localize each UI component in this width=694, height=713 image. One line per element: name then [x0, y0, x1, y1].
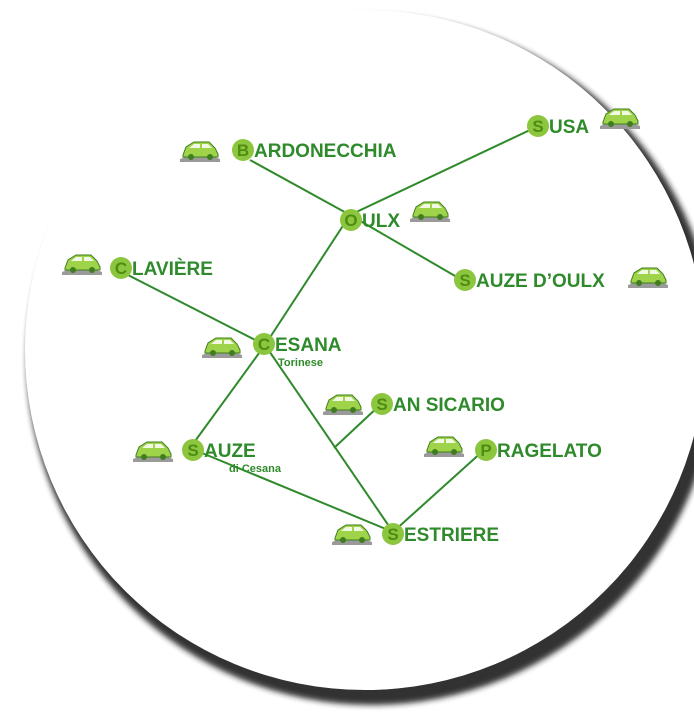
town-initial: C	[258, 335, 270, 354]
town-label: ESANA	[275, 335, 342, 356]
town-initial: O	[344, 211, 357, 230]
town-dot	[253, 333, 275, 355]
town-claviere[interactable]: C LAVIÈRE	[61, 254, 213, 280]
town-dot	[232, 139, 254, 161]
town-initial: S	[459, 271, 470, 290]
town-label: USA	[549, 117, 589, 138]
town-label: ARDONECCHIA	[254, 141, 397, 162]
town-dot	[110, 257, 132, 279]
town-dot	[475, 439, 497, 461]
town-label: LAVIÈRE	[132, 258, 213, 280]
route-san-sicario-branch	[333, 404, 381, 449]
town-label: ULX	[362, 211, 400, 232]
town-dot	[340, 209, 362, 231]
town-dot	[182, 439, 204, 461]
town-initial: S	[187, 441, 198, 460]
town-dot	[382, 523, 404, 545]
route-bardonecchia-oulx	[249, 159, 351, 216]
town-san-sicario[interactable]: S AN SICARIO	[322, 393, 505, 416]
town-label: AUZE D’OULX	[476, 271, 605, 292]
town-initial: S	[376, 395, 387, 414]
town-cesana[interactable]: C ESANA Torinese	[201, 333, 342, 369]
town-dot	[527, 115, 549, 137]
town-label: AUZE	[204, 441, 256, 462]
town-sestriere[interactable]: S ESTRIERE	[331, 523, 499, 546]
town-dot	[371, 393, 393, 415]
route-pragelato-sestriere	[392, 449, 485, 533]
town-oulx[interactable]: O ULX	[340, 201, 451, 232]
town-sauze-cesana[interactable]: S AUZE di Cesana	[132, 439, 282, 475]
town-initial: P	[480, 441, 491, 460]
town-sublabel: Torinese	[278, 357, 323, 369]
route-cesana-sauze-cesana	[189, 344, 266, 449]
town-sublabel: di Cesana	[229, 463, 282, 475]
town-initial: S	[387, 525, 398, 544]
town-label: AN SICARIO	[393, 395, 505, 416]
route-lines	[121, 129, 531, 533]
town-sauze-doulx[interactable]: S AUZE D’OULX	[454, 267, 669, 292]
town-dot	[454, 269, 476, 291]
route-sauze-cesana-sestriere	[189, 447, 394, 533]
route-oulx-sauze-doulx	[349, 214, 463, 281]
town-initial: S	[532, 117, 543, 136]
route-cesana-sestriere	[264, 344, 394, 533]
route-oulx-susa	[349, 129, 531, 216]
disc	[25, 10, 694, 690]
town-initial: B	[237, 141, 249, 160]
map-disc	[25, 10, 694, 705]
route-claviere-cesana	[121, 271, 266, 346]
town-bardonecchia[interactable]: B ARDONECCHIA	[179, 139, 397, 163]
town-pragelato[interactable]: P RAGELATO	[423, 436, 602, 462]
route-oulx-cesana	[264, 214, 351, 346]
town-initial: C	[115, 259, 127, 278]
town-susa[interactable]: S USA	[527, 108, 641, 138]
town-label: ESTRIERE	[404, 525, 499, 546]
town-markers: B ARDONECCHIA S USA O ULX C LAVIÈRE S AU…	[61, 108, 669, 546]
town-label: RAGELATO	[497, 441, 602, 462]
